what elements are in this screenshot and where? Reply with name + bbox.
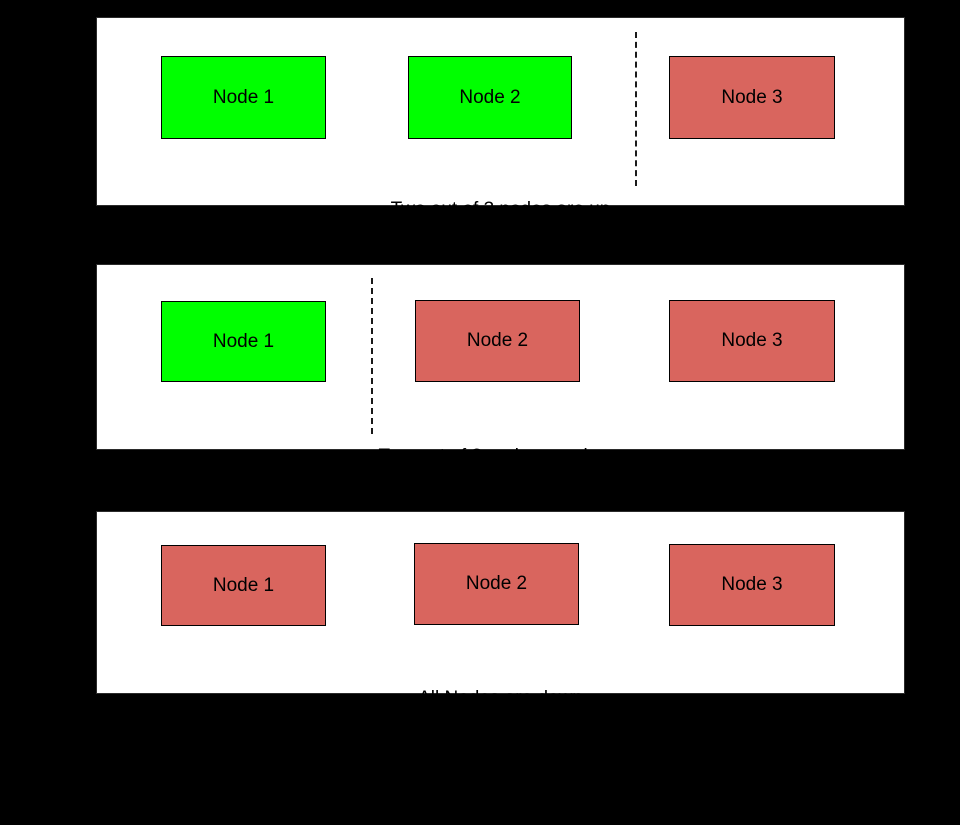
caption-line-1: Two out of 3 nodes are up	[390, 199, 611, 220]
caption-line-1: Two out of 3 nodes are down	[378, 446, 623, 467]
partition-divider-line	[635, 32, 637, 186]
node-2-box: Node 2	[414, 543, 579, 625]
caption-line-2: Majority Fails & Cluster Stops	[375, 757, 626, 778]
node-1-label: Node 1	[212, 86, 275, 108]
scenario-panel-all-down: Node 1 Node 2 Node 3 All Nodes are down …	[96, 511, 905, 778]
node-3-label: Node 3	[721, 574, 783, 595]
node-3-label: Node 3	[721, 330, 783, 351]
node-2-box: Node 2	[415, 300, 580, 382]
node-2-box: Node 2	[408, 56, 572, 139]
node-3-label: Node 3	[721, 86, 783, 108]
node-3-box: Node 3	[669, 56, 835, 139]
scenario-panel-majority-up: Node 1 Node 2 Node 3 Two out of 3 nodes …	[96, 17, 905, 289]
node-2-label: Node 2	[459, 86, 521, 108]
node-3-box: Node 3	[669, 544, 835, 626]
node-1-box: Node 1	[161, 301, 326, 382]
node-1-label: Node 1	[212, 574, 275, 596]
node-1-label: Node 1	[212, 330, 275, 352]
node-3-box: Node 3	[669, 300, 835, 382]
partition-divider-line	[371, 278, 373, 434]
node-1-box: Node 1	[161, 545, 326, 626]
scenario-panel-majority-down: Node 1 Node 2 Node 3 Two out of 3 nodes …	[96, 264, 905, 536]
caption-line-1: All Nodes are down	[418, 688, 583, 709]
node-1-box: Node 1	[161, 56, 326, 139]
node-2-label: Node 2	[465, 573, 528, 594]
node-2-label: Node 2	[466, 330, 529, 351]
panel-caption: All Nodes are down Majority Fails & Clus…	[97, 641, 904, 825]
